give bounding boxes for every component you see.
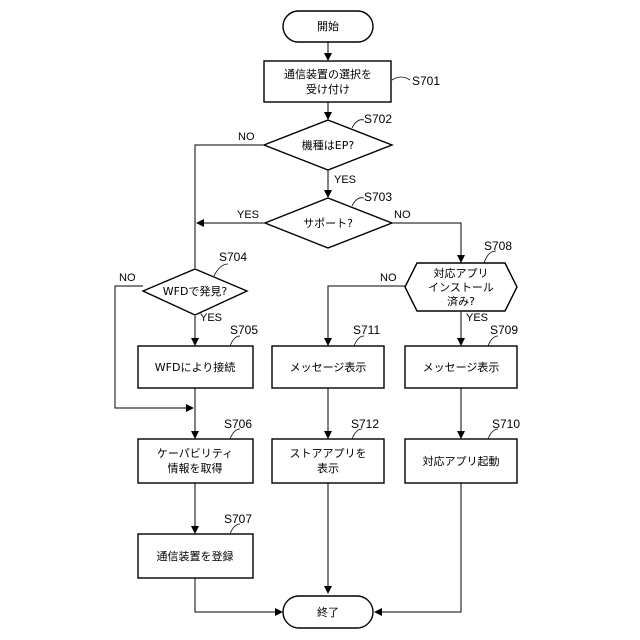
- step-s705: WFDにより接続 S705: [138, 323, 258, 388]
- s706-line1: ケーパビリティ: [157, 447, 233, 460]
- s708-step-label: S708: [484, 239, 512, 253]
- s703-step-label: S703: [364, 190, 392, 204]
- s712-line1: ストアアプリを: [290, 447, 367, 460]
- s703-text: サポート?: [303, 217, 353, 230]
- decision-s703: サポート? S703: [265, 190, 392, 248]
- end-terminal: 終了: [283, 596, 373, 628]
- s712-line2: 表示: [317, 461, 339, 475]
- s709-step-label: S709: [490, 323, 518, 337]
- s702-no-label: NO: [238, 131, 255, 143]
- s708-line3: 済み?: [447, 294, 475, 308]
- s711-step-label: S711: [353, 323, 380, 337]
- s702-step-label: S702: [364, 112, 392, 126]
- start-terminal: 開始: [283, 11, 373, 42]
- s705-step-label: S705: [230, 323, 258, 337]
- s701-step-label: S701: [412, 74, 440, 88]
- s704-step-label: S704: [219, 250, 247, 264]
- s708-yes-label: YES: [466, 312, 488, 324]
- s704-yes-label: YES: [200, 312, 222, 324]
- s711-text: メッセージ表示: [290, 360, 367, 374]
- s701-line1: 通信装置の選択を: [284, 67, 372, 81]
- s707-step-label: S707: [224, 512, 252, 526]
- s706-step-label: S706: [224, 417, 252, 431]
- s708-line1: 対応アプリ: [434, 266, 489, 280]
- connectors: [115, 42, 461, 612]
- s710-text: 対応アプリ起動: [423, 454, 500, 468]
- decision-s702: 機種はEP? S702: [264, 112, 392, 170]
- s709-text: メッセージ表示: [423, 360, 500, 374]
- step-s710: 対応アプリ起動 S710: [405, 417, 520, 483]
- step-s709: メッセージ表示 S709: [405, 323, 518, 388]
- end-text: 終了: [317, 605, 339, 619]
- s701-line2: 受け付け: [306, 83, 350, 96]
- s710-step-label: S710: [492, 417, 520, 431]
- s703-no-label: NO: [394, 209, 411, 221]
- s702-yes-label: YES: [334, 174, 356, 186]
- s706-line2: 情報を取得: [168, 462, 223, 475]
- start-text: 開始: [317, 19, 339, 33]
- s707-text: 通信装置を登録: [157, 549, 234, 563]
- s712-step-label: S712: [351, 417, 379, 431]
- s703-yes-label: YES: [237, 209, 259, 221]
- step-s701: 通信装置の選択を 受け付け S701: [264, 61, 440, 102]
- s702-text: 機種はEP?: [302, 138, 355, 152]
- s708-no-label: NO: [380, 272, 397, 284]
- s704-text: WFDで発見?: [163, 284, 228, 298]
- s705-text: WFDにより接続: [155, 360, 235, 374]
- s708-line2: インストール: [428, 281, 494, 294]
- s704-no-label: NO: [119, 272, 136, 284]
